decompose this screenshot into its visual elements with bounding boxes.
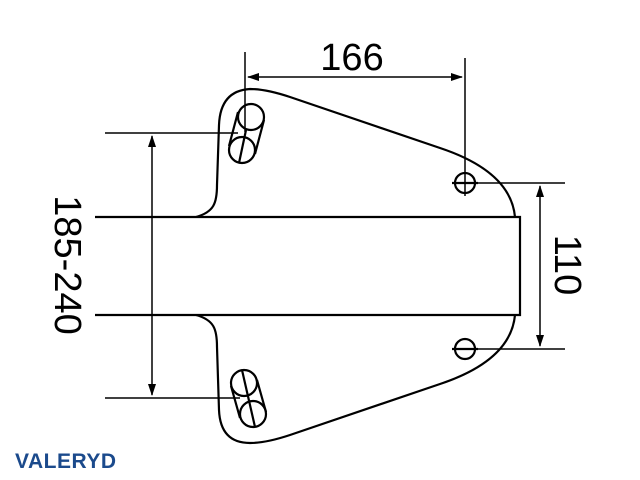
slot-hole-top [227, 102, 266, 165]
valeryd-logo: VALERYD [15, 450, 117, 473]
dimension-label-185-240: 185-240 [46, 195, 88, 334]
dimension-label-110: 110 [546, 235, 588, 296]
dimension-label-166: 166 [320, 37, 383, 79]
plate-outline-top [195, 87, 517, 219]
round-hole-bottom [452, 337, 478, 361]
center-bar [95, 215, 522, 317]
slot-hole-bottom [229, 368, 268, 429]
plate-outline-bottom [195, 313, 517, 445]
